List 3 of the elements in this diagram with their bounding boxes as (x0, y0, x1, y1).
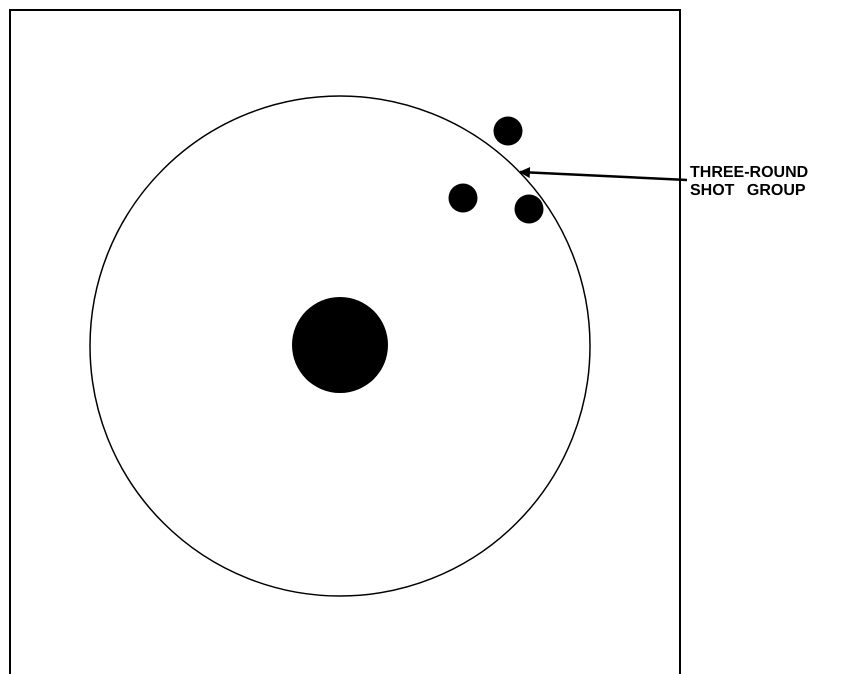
leader-line (518, 166, 688, 182)
callout-label: THREE-ROUND SHOT GROUP (690, 164, 810, 200)
shot-group (448, 116, 544, 224)
